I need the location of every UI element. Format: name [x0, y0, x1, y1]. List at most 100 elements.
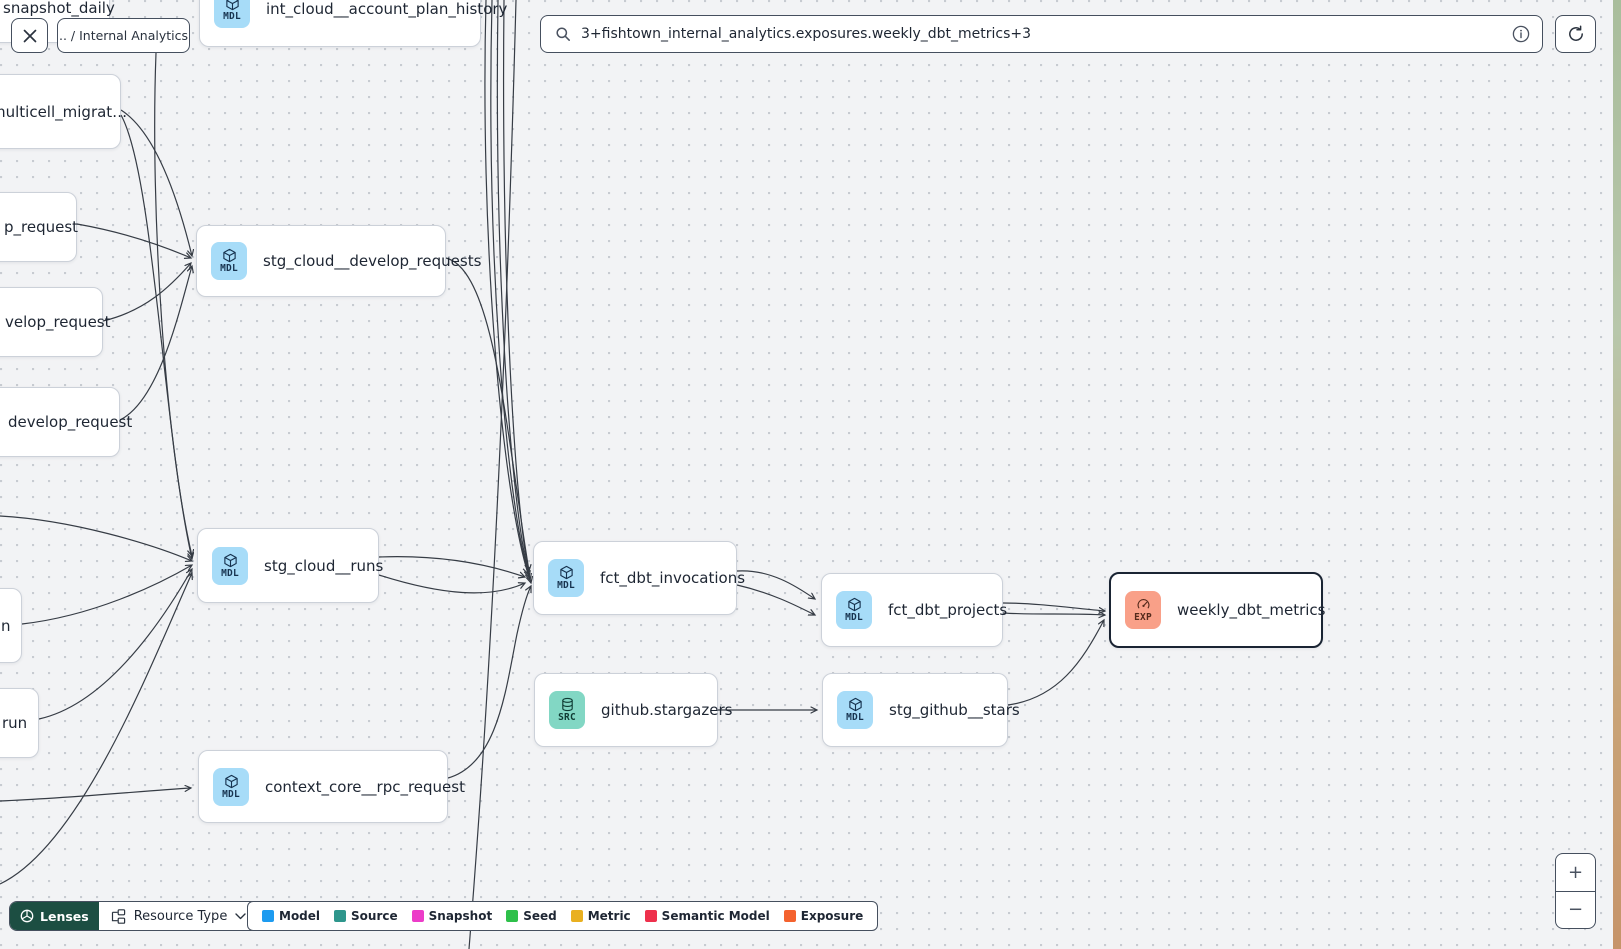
exp-badge: EXP: [1125, 591, 1161, 629]
legend-item-source: Source: [334, 909, 398, 923]
badge-label: SRC: [558, 712, 576, 723]
chevron-down-icon: [235, 912, 247, 919]
lineage-edge: [120, 109, 192, 256]
mdl-badge: MDL: [214, 0, 250, 28]
lineage-edge: [154, 52, 192, 556]
legend-label: Model: [279, 909, 321, 923]
resource-type-icon: [111, 908, 125, 924]
database-icon: [560, 697, 575, 712]
lineage-edge: [484, 0, 528, 574]
lineage-edge: [736, 570, 815, 599]
mdl-badge: MDL: [837, 691, 873, 729]
legend-swatch: [644, 910, 657, 922]
badge-label: MDL: [222, 788, 240, 800]
close-icon: [23, 29, 36, 42]
node-label: fct_dbt_projects: [888, 601, 1008, 619]
legend-label: Exposure: [800, 909, 864, 923]
legend-swatch: [783, 910, 796, 922]
search-bar[interactable]: [540, 15, 1543, 53]
lenses-toolbar: Lenses Resource Type: [9, 901, 260, 931]
lineage-edge: [102, 263, 191, 322]
node-label: stg_cloud__develop_requests: [263, 252, 482, 270]
legend-item-metric: Metric: [570, 909, 631, 923]
lineage-edge: [468, 0, 517, 949]
zoom-controls: + −: [1555, 853, 1596, 929]
cube-icon: [559, 565, 574, 580]
lineage-edge: [0, 573, 192, 885]
badge-label: MDL: [557, 580, 575, 591]
mdl-badge: MDL: [212, 546, 248, 585]
zoom-in-button[interactable]: +: [1556, 854, 1595, 892]
legend-swatch: [506, 910, 519, 922]
zoom-out-button[interactable]: −: [1556, 892, 1595, 929]
refresh-icon: [1568, 25, 1583, 41]
cube-icon: [224, 774, 239, 789]
node-label: github.stargazers: [601, 701, 733, 719]
lineage-edge: [119, 266, 192, 421]
node-weekly_dbt_metrics[interactable]: EXP weekly_dbt_metrics: [1109, 572, 1326, 648]
cube-icon: [225, 0, 240, 11]
node-stg_cloud__develop_requests[interactable]: MDL stg_cloud__develop_requests: [196, 225, 481, 297]
lenses-icon: [20, 909, 34, 923]
resource-type-legend: Model Source Snapshot Seed Metric Semantic Mo…: [247, 901, 879, 931]
legend-swatch: [262, 910, 274, 922]
resource-type-label: Resource Type: [133, 908, 228, 924]
node-github.stargazers[interactable]: SRC github.stargazers: [534, 673, 732, 747]
legend-label: Metric: [587, 909, 631, 923]
lenses-button[interactable]: Lenses: [10, 902, 99, 930]
node-label: run: [2, 714, 28, 732]
cube-icon: [847, 597, 862, 612]
gauge-icon: [1136, 597, 1151, 612]
cube-icon: [223, 553, 238, 568]
search-icon: [556, 27, 570, 41]
node-p_request[interactable]: p_request: [0, 192, 79, 262]
mdl-badge: MDL: [211, 242, 247, 280]
lineage-edge: [21, 565, 192, 625]
lineage-edge: [1002, 602, 1105, 611]
refresh-button[interactable]: [1555, 15, 1596, 53]
node-multicell_migrat[interactable]: multicell_migrat…: [0, 74, 127, 149]
node-develop_request[interactable]: develop_request: [0, 387, 132, 457]
lineage-edge: [447, 586, 531, 779]
node-label: p_request: [4, 218, 79, 236]
node-label: snapshot_daily: [3, 0, 115, 17]
node-run_node[interactable]: run: [0, 688, 39, 758]
lineage-edge: [490, 0, 529, 577]
legend-swatch: [570, 910, 583, 922]
cube-icon: [222, 248, 237, 263]
legend-label: Semantic Model: [661, 909, 770, 923]
legend-item-semantic-model: Semantic Model: [644, 909, 770, 923]
cube-icon: [848, 697, 863, 712]
legend-label: Source: [351, 909, 398, 923]
search-input[interactable]: [581, 26, 1512, 42]
lineage-edge: [496, 0, 530, 580]
legend-swatch: [411, 910, 424, 922]
node-label: develop_request: [8, 413, 133, 431]
badge-label: EXP: [1134, 612, 1152, 623]
lineage-edge: [38, 569, 192, 720]
node-label: velop_request: [5, 313, 111, 331]
src-badge: SRC: [549, 691, 585, 729]
node-label: weekly_dbt_metrics: [1177, 601, 1326, 619]
node-velop_request[interactable]: velop_request: [0, 287, 111, 357]
breadcrumb-label: .. / Internal Analytics: [58, 28, 189, 43]
lineage-edge: [1007, 620, 1104, 706]
node-n_node[interactable]: n: [0, 588, 22, 663]
legend-label: Seed: [523, 909, 557, 923]
lenses-label: Lenses: [40, 908, 89, 924]
info-icon[interactable]: [1512, 25, 1530, 43]
legend-item-seed: Seed: [506, 909, 557, 923]
resource-type-dropdown[interactable]: Resource Type: [98, 902, 259, 930]
legend-label: Snapshot: [428, 909, 493, 923]
breadcrumb[interactable]: .. / Internal Analytics: [57, 18, 190, 53]
close-button[interactable]: [11, 18, 48, 53]
lineage-edge: [736, 584, 815, 615]
legend-item-exposure: Exposure: [783, 909, 864, 923]
